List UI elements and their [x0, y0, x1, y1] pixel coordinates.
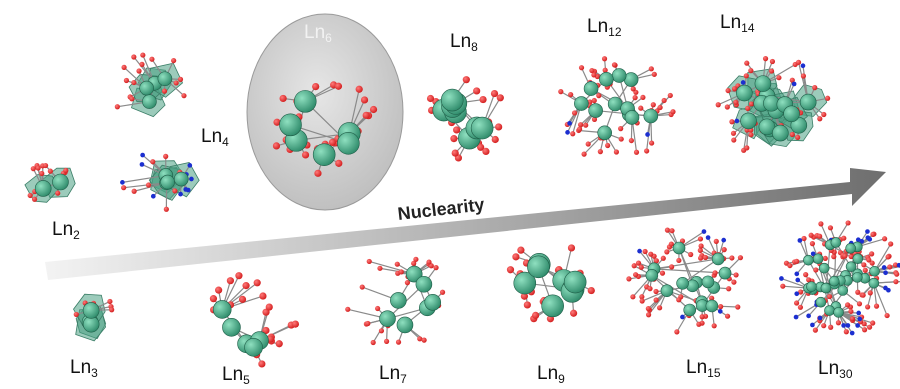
label-ln30: Ln30	[818, 358, 853, 381]
label-ln14: Ln14	[720, 12, 755, 35]
ln2-cluster	[24, 162, 76, 203]
ln14-cluster	[715, 56, 831, 153]
label-ln4: Ln4	[201, 126, 229, 149]
label-ln9: Ln9	[537, 363, 565, 386]
ln5-cluster	[209, 272, 300, 368]
label-ln7: Ln7	[379, 363, 407, 386]
ln8-cluster	[426, 76, 504, 162]
ln30-cluster	[779, 220, 900, 336]
ln4-cluster-top	[114, 52, 187, 118]
label-ln3: Ln3	[70, 357, 98, 380]
label-ln6: Ln6	[304, 22, 332, 45]
ln15-cluster	[626, 227, 744, 335]
ln3-cluster	[73, 293, 115, 342]
nuclearity-arrow	[45, 168, 886, 280]
ln4-cluster-bottom	[120, 152, 200, 212]
label-ln5: Ln5	[222, 364, 250, 387]
ln6-highlight-ellipse	[246, 13, 404, 211]
label-ln2: Ln2	[52, 219, 80, 242]
ln12-cluster	[558, 56, 676, 157]
ln7-cluster	[345, 256, 446, 346]
ln6-cluster	[272, 81, 378, 177]
label-ln12: Ln12	[587, 16, 622, 39]
ln9-cluster	[506, 244, 595, 323]
label-ln8: Ln8	[450, 31, 478, 54]
label-ln15: Ln15	[686, 357, 721, 380]
